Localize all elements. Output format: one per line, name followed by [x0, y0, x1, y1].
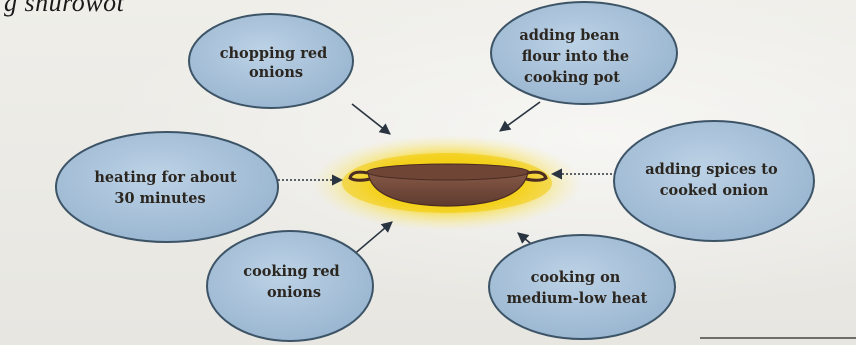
bubble-spices-line-1: adding spices to	[645, 161, 778, 178]
bubble-bean: adding bean flour into the cooking pot	[491, 2, 677, 104]
bubble-heating-line-1: heating for about	[94, 169, 236, 186]
bubble-heat-line-1: cooking on	[531, 269, 621, 286]
bubble-spices: adding spices to cooked onion	[614, 121, 814, 241]
page-rule	[700, 337, 856, 339]
arrow-cooking	[352, 222, 392, 256]
bubble-chopping: chopping red onions	[189, 14, 353, 108]
bubble-heating: heating for about 30 minutes	[56, 132, 278, 242]
bubble-chopping-line-1: chopping red	[220, 45, 328, 62]
arrow-bean	[500, 102, 540, 131]
pot-illustration	[312, 135, 582, 231]
bubble-bean-line-3: cooking pot	[524, 69, 620, 86]
bubble-cooking-line-2: onions	[267, 284, 321, 301]
svg-text:adding bean flour into t: adding bean flour into the cooking pot	[519, 27, 634, 86]
arrow-chopping	[352, 104, 390, 134]
bubble-cooking-line-1: cooking red	[243, 263, 339, 280]
bubble-heat: cooking on medium-low heat	[489, 235, 675, 339]
bubble-cooking: cooking red onions	[207, 231, 373, 341]
bubble-chopping-line-2: onions	[249, 64, 303, 81]
bubble-heating-line-2: 30 minutes	[114, 190, 205, 207]
pot-rim	[367, 164, 529, 180]
bubble-bean-line-2: flour into the	[522, 48, 629, 65]
bubble-spices-line-2: cooked onion	[660, 182, 769, 199]
bubble-bean-line-1: adding bean	[519, 27, 620, 44]
bubble-heat-line-2: medium-low heat	[507, 290, 648, 307]
